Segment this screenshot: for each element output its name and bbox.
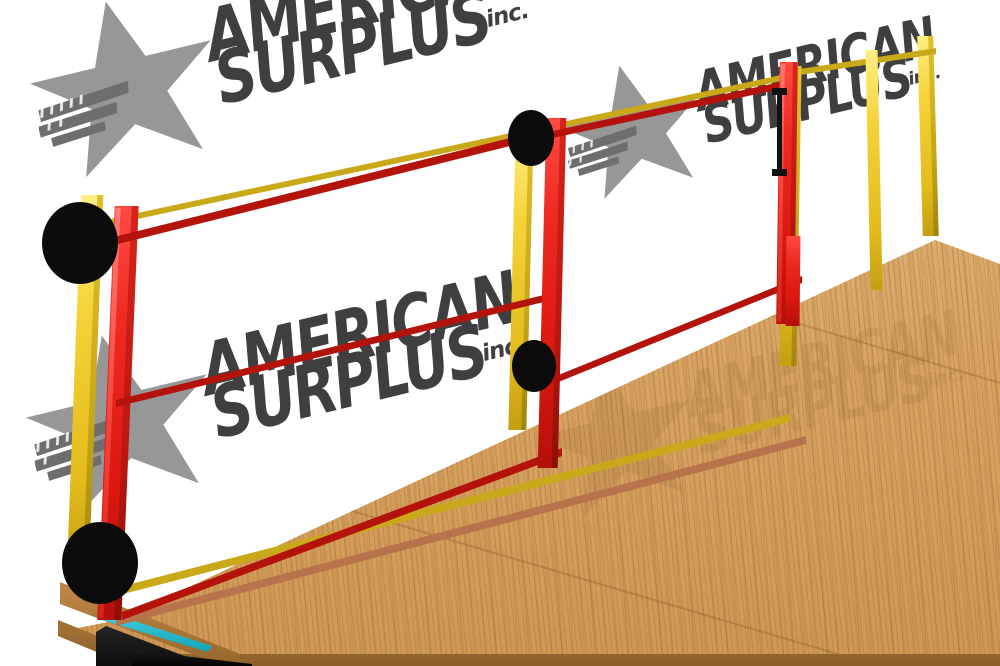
- yellow-rail-mid-right: [780, 122, 932, 159]
- gate-right-end-stub: [785, 236, 801, 326]
- watermark-brand-line1: AMERICAN: [196, 0, 531, 79]
- pivot-hub-bottom-left: [62, 522, 138, 604]
- pivot-hub-top-left: [42, 202, 118, 284]
- gate-latch-bar: [777, 88, 782, 176]
- yellow-post-end: [865, 50, 883, 290]
- gate-right-mid-rail: [552, 172, 792, 237]
- gate-left-top-rail: [110, 110, 550, 240]
- gate-latch-top-bracket: [772, 88, 787, 95]
- gate-latch-bottom-bracket: [772, 169, 787, 176]
- gate-latch[interactable]: [772, 88, 788, 176]
- pivot-hub-bottom-center: [512, 340, 556, 392]
- pivot-hub-top-center: [508, 110, 554, 166]
- star-icon: [12, 0, 238, 188]
- watermark-suffix: inc.: [483, 0, 532, 34]
- watermark-top-left: AMERICAN SURPLUS inc.: [12, 0, 543, 188]
- watermark-brand-line2: SURPLUS: [206, 0, 499, 122]
